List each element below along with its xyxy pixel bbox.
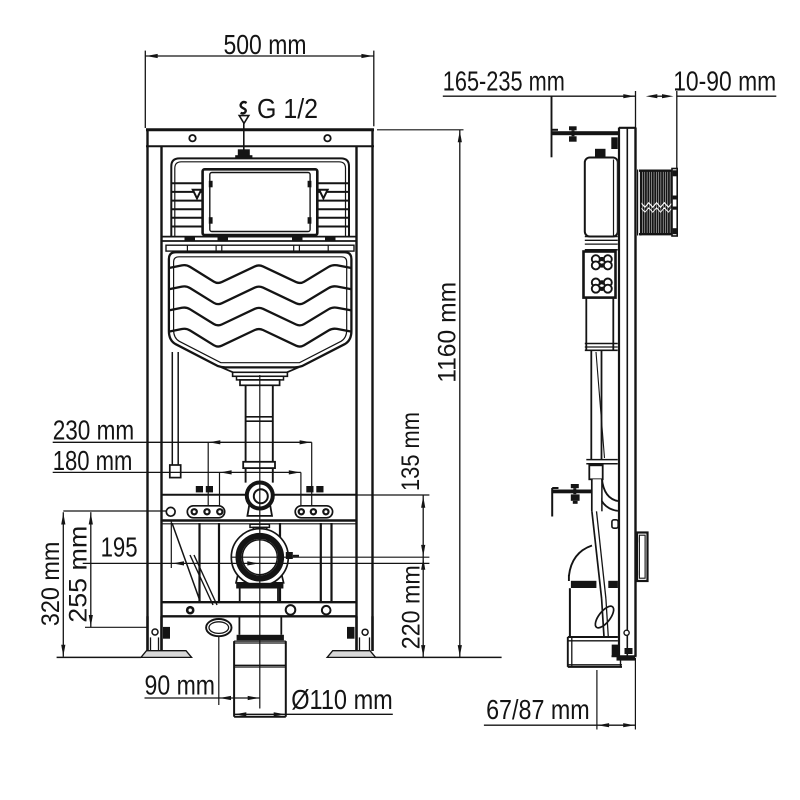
svg-text:G 1/2: G 1/2 — [257, 93, 318, 124]
svg-text:10-90 mm: 10-90 mm — [673, 65, 776, 96]
svg-text:320 mm: 320 mm — [37, 542, 65, 627]
svg-text:135 mm: 135 mm — [397, 412, 425, 491]
svg-text:195: 195 — [101, 532, 138, 563]
svg-text:255 mm: 255 mm — [65, 526, 93, 623]
svg-text:1160 mm: 1160 mm — [433, 282, 461, 383]
svg-text:220 mm: 220 mm — [397, 565, 425, 649]
svg-text:Ø110 mm: Ø110 mm — [291, 684, 393, 715]
svg-text:500 mm: 500 mm — [224, 29, 307, 60]
svg-text:67/87 mm: 67/87 mm — [486, 694, 590, 725]
svg-text:230 mm: 230 mm — [53, 414, 135, 445]
svg-text:165-235 mm: 165-235 mm — [443, 65, 565, 96]
svg-text:180 mm: 180 mm — [53, 445, 133, 476]
svg-text:90 mm: 90 mm — [145, 669, 216, 700]
